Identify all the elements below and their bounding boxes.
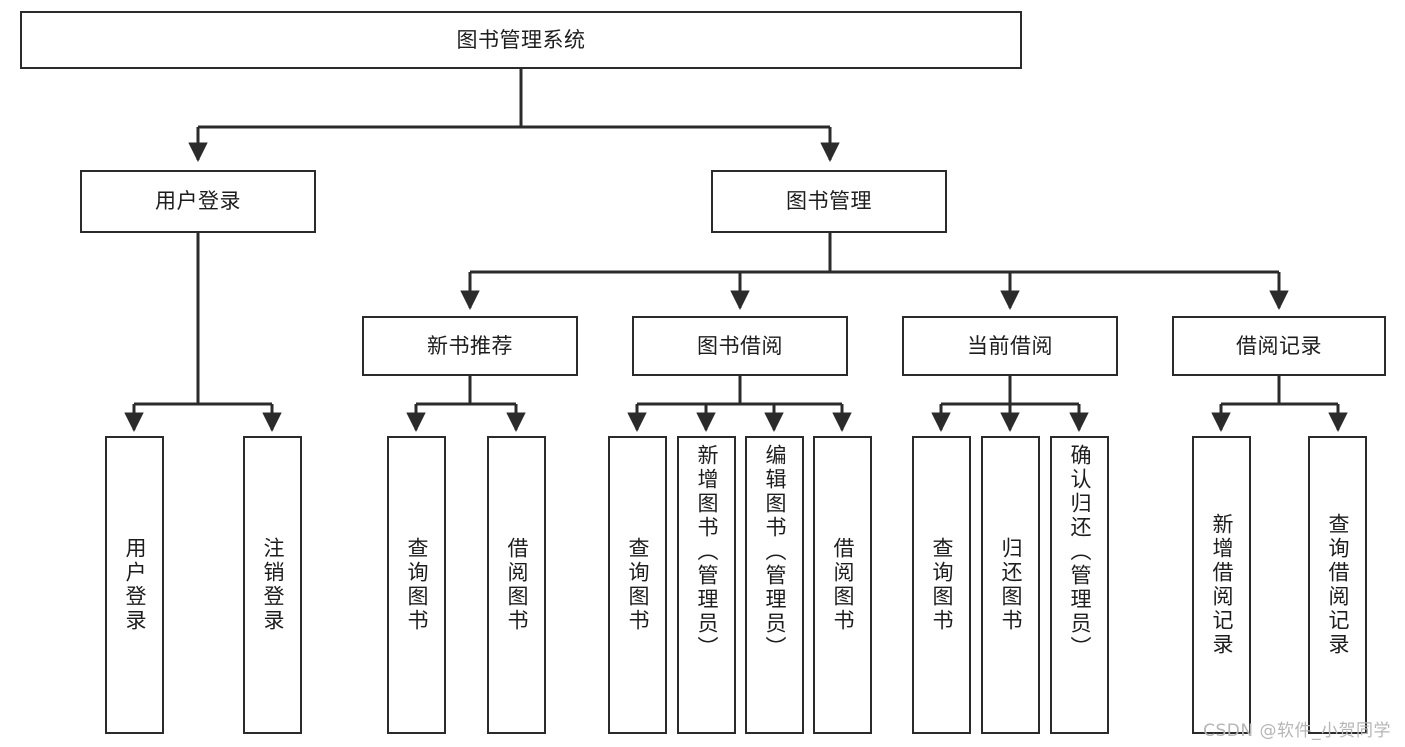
- node-leaf-add-record-label: 新增借阅记录: [1210, 513, 1234, 657]
- node-book-borrow-label: 图书借阅: [697, 333, 783, 358]
- node-leaf-query-book-2-label: 查询图书: [626, 537, 650, 633]
- node-leaf-confirm-return-label: 确认归还（管理员）: [1068, 444, 1092, 660]
- node-current-borrow-label: 当前借阅: [967, 333, 1053, 358]
- node-leaf-logout-login[interactable]: 注销登录: [243, 436, 302, 734]
- node-leaf-user-login-label: 用户登录: [123, 537, 147, 633]
- node-leaf-add-record[interactable]: 新增借阅记录: [1192, 436, 1251, 734]
- node-leaf-query-record-label: 查询借阅记录: [1326, 513, 1350, 657]
- node-leaf-add-book[interactable]: 新增图书（管理员）: [677, 436, 736, 734]
- node-leaf-logout-login-label: 注销登录: [261, 537, 285, 633]
- node-root[interactable]: 图书管理系统: [20, 11, 1022, 69]
- node-leaf-query-book-2[interactable]: 查询图书: [608, 436, 667, 734]
- node-user-login[interactable]: 用户登录: [80, 170, 316, 233]
- node-book-management-label: 图书管理: [786, 189, 872, 214]
- node-current-borrow[interactable]: 当前借阅: [902, 316, 1118, 376]
- node-leaf-query-book-3[interactable]: 查询图书: [912, 436, 971, 734]
- node-book-borrow[interactable]: 图书借阅: [632, 316, 848, 376]
- csdn-watermark: CSDN @软件_小贺同学: [1203, 721, 1391, 741]
- node-user-login-label: 用户登录: [155, 189, 241, 214]
- node-leaf-add-book-label: 新增图书（管理员）: [695, 444, 719, 660]
- node-leaf-borrow-book-2[interactable]: 借阅图书: [813, 436, 872, 734]
- node-leaf-borrow-book-1-label: 借阅图书: [505, 537, 529, 633]
- node-root-label: 图书管理系统: [456, 27, 586, 52]
- node-new-book-recommend[interactable]: 新书推荐: [362, 316, 578, 376]
- node-leaf-query-book-1-label: 查询图书: [405, 537, 429, 633]
- node-leaf-query-book-3-label: 查询图书: [930, 537, 954, 633]
- node-leaf-edit-book[interactable]: 编辑图书（管理员）: [745, 436, 804, 734]
- node-leaf-user-login[interactable]: 用户登录: [105, 436, 164, 734]
- node-book-management[interactable]: 图书管理: [711, 170, 947, 233]
- node-leaf-query-book-1[interactable]: 查询图书: [387, 436, 446, 734]
- node-borrow-record[interactable]: 借阅记录: [1172, 316, 1386, 376]
- node-leaf-return-book[interactable]: 归还图书: [981, 436, 1040, 734]
- node-leaf-edit-book-label: 编辑图书（管理员）: [763, 444, 787, 660]
- node-leaf-confirm-return[interactable]: 确认归还（管理员）: [1050, 436, 1109, 734]
- node-leaf-query-record[interactable]: 查询借阅记录: [1308, 436, 1367, 734]
- node-leaf-return-book-label: 归还图书: [999, 537, 1023, 633]
- node-new-book-recommend-label: 新书推荐: [427, 333, 513, 358]
- node-borrow-record-label: 借阅记录: [1236, 333, 1322, 358]
- node-leaf-borrow-book-1[interactable]: 借阅图书: [487, 436, 546, 734]
- node-leaf-borrow-book-2-label: 借阅图书: [831, 537, 855, 633]
